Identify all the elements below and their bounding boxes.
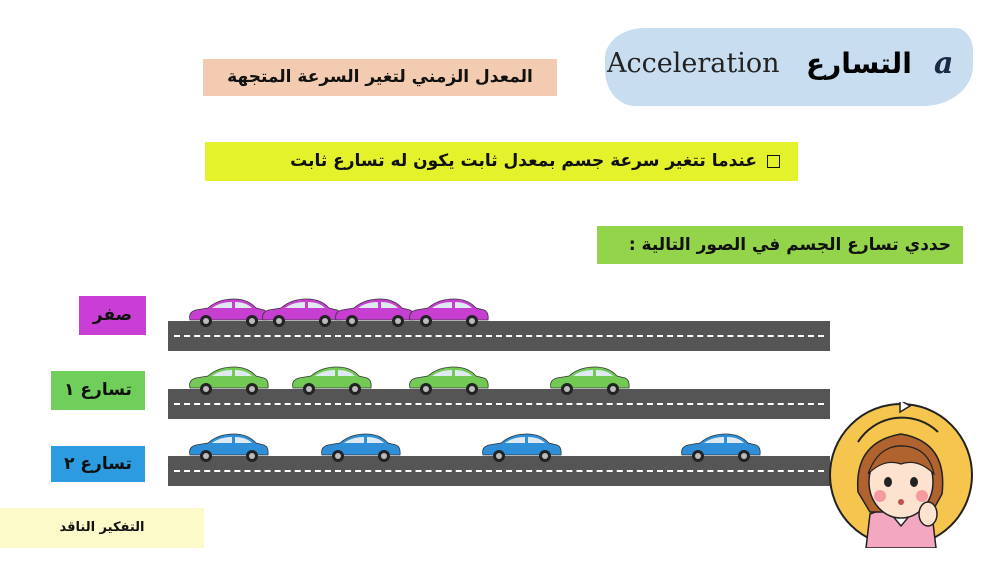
title-background xyxy=(605,28,973,106)
car-row3-3 xyxy=(482,433,562,462)
car-row1-2 xyxy=(262,298,342,327)
fact-text: عندما تتغير سرعة جسم بمعدل ثابت يكون له … xyxy=(290,151,757,171)
car-row2-3 xyxy=(408,366,489,395)
checkbox-icon xyxy=(767,154,780,168)
thinking-girl-icon xyxy=(829,402,973,548)
task-box: حددي تسارع الجسم في الصور التالية : xyxy=(597,226,963,264)
row-label-acceleration-2: تسارع ٢ xyxy=(51,446,145,482)
row-label-zero: صفر xyxy=(79,296,146,335)
title-arabic: التسارع xyxy=(806,47,912,80)
car-row3-4 xyxy=(681,433,761,462)
car-row2-2 xyxy=(291,366,372,395)
car-row2-4 xyxy=(550,366,630,395)
title-english: Acceleration xyxy=(607,48,780,79)
road-row-2 xyxy=(168,389,830,419)
fact-box: عندما تتغير سرعة جسم بمعدل ثابت يكون له … xyxy=(205,142,798,181)
acceleration-symbol: a xyxy=(934,46,954,81)
car-row1-1 xyxy=(189,298,269,327)
car-row1-3 xyxy=(335,298,415,327)
definition-box: المعدل الزمني لتغير السرعة المتجهة xyxy=(203,59,557,96)
car-row3-2 xyxy=(321,433,401,462)
car-row2-1 xyxy=(189,366,269,395)
car-row1-4 xyxy=(408,298,489,327)
car-row3-1 xyxy=(189,433,269,462)
row-label-acceleration-1: تسارع ١ xyxy=(51,371,145,410)
critical-thinking-box: التفكير الناقد xyxy=(0,508,204,548)
